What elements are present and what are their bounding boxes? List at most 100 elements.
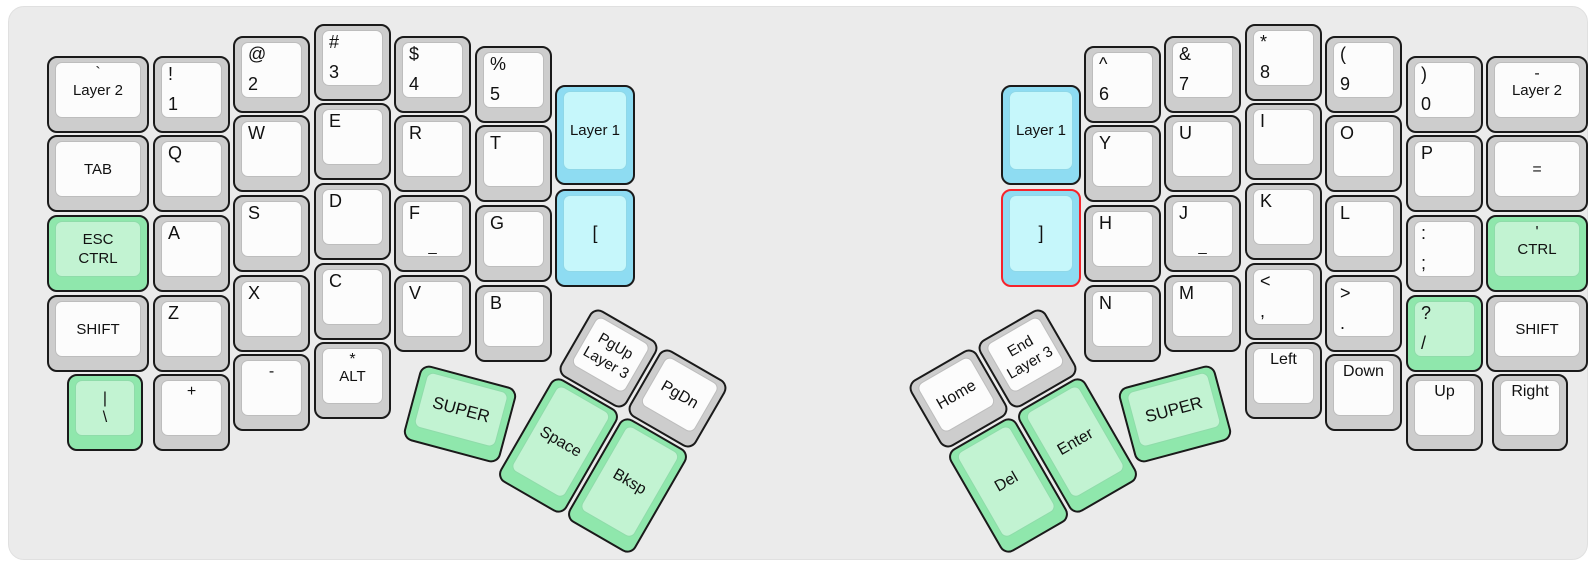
key-a[interactable]: A bbox=[153, 215, 230, 292]
key-super-right[interactable]: SUPER bbox=[1116, 363, 1234, 465]
key-n-label-tl: N bbox=[1099, 293, 1112, 313]
key-6-label-bl: 6 bbox=[1099, 84, 1110, 104]
key-layer1-right[interactable]: Layer 1 bbox=[1001, 85, 1081, 185]
key-star-alt[interactable]: *ALT bbox=[314, 342, 391, 419]
key-period[interactable]: >. bbox=[1325, 275, 1402, 352]
key-8-cap: *8 bbox=[1253, 30, 1314, 86]
key-p[interactable]: P bbox=[1406, 135, 1483, 212]
key-right-bracket[interactable]: ] bbox=[1001, 189, 1081, 287]
key-5[interactable]: %5 bbox=[475, 46, 552, 123]
key-l[interactable]: L bbox=[1325, 195, 1402, 272]
key-r[interactable]: R bbox=[394, 115, 471, 192]
key-y-label-tl: Y bbox=[1099, 133, 1112, 153]
key-pgdn-label: PgDn bbox=[640, 356, 718, 432]
key-left-shift-cap: SHIFT bbox=[55, 301, 141, 357]
key-arrow-up[interactable]: Up bbox=[1406, 374, 1483, 451]
key-d[interactable]: D bbox=[314, 183, 391, 260]
key-l-cap: L bbox=[1333, 201, 1394, 257]
key-s-label-tl: S bbox=[248, 203, 261, 223]
key-b[interactable]: B bbox=[475, 285, 552, 362]
key-9[interactable]: (9 bbox=[1325, 36, 1402, 113]
key-l-label-tl: L bbox=[1340, 203, 1351, 223]
key-z[interactable]: Z bbox=[153, 295, 230, 372]
key-u[interactable]: U bbox=[1164, 115, 1241, 192]
key-1-label-tl: ! bbox=[168, 64, 174, 84]
key-arrow-left[interactable]: Left bbox=[1245, 342, 1322, 419]
key-k[interactable]: K bbox=[1245, 183, 1322, 260]
key-t[interactable]: T bbox=[475, 125, 552, 202]
key-o[interactable]: O bbox=[1325, 115, 1402, 192]
key-d-label-tl: D bbox=[329, 191, 342, 211]
key-period-cap: >. bbox=[1333, 281, 1394, 337]
key-3[interactable]: #3 bbox=[314, 24, 391, 101]
key-plus[interactable]: + bbox=[153, 374, 230, 451]
key-1-cap: !1 bbox=[161, 62, 222, 118]
key-z-label-tl: Z bbox=[168, 303, 179, 323]
key-1[interactable]: !1 bbox=[153, 56, 230, 133]
key-slash-cap: ?/ bbox=[1414, 301, 1475, 357]
key-j[interactable]: J_ bbox=[1164, 195, 1241, 272]
key-left-bracket-label: [ bbox=[564, 196, 626, 271]
key-v[interactable]: V bbox=[394, 275, 471, 352]
key-super-left[interactable]: SUPER bbox=[401, 363, 519, 465]
key-h-label-tl: H bbox=[1099, 213, 1112, 233]
key-0[interactable]: )0 bbox=[1406, 56, 1483, 133]
key-dash-layer2[interactable]: -Layer 2 bbox=[1486, 56, 1588, 133]
key-c-label-tl: C bbox=[329, 271, 342, 291]
key-pgdn-label-line: PgDn bbox=[657, 376, 701, 412]
key-g[interactable]: G bbox=[475, 205, 552, 282]
key-i[interactable]: I bbox=[1245, 103, 1322, 180]
key-pipe-backslash[interactable]: |\ bbox=[67, 374, 143, 451]
key-right-bracket-label: ] bbox=[1010, 196, 1072, 271]
key-super-left-cap: SUPER bbox=[413, 371, 510, 449]
key-quote-ctrl[interactable]: 'CTRL bbox=[1486, 215, 1588, 292]
key-2[interactable]: @2 bbox=[233, 36, 310, 113]
key-x-label-tl: X bbox=[248, 283, 261, 303]
key-j-label-tl: J bbox=[1179, 203, 1188, 223]
key-q[interactable]: Q bbox=[153, 135, 230, 212]
key-left-bracket[interactable]: [ bbox=[555, 189, 635, 287]
key-j-label-bc: _ bbox=[1198, 238, 1207, 255]
key-h[interactable]: H bbox=[1084, 205, 1161, 282]
key-equals[interactable]: = bbox=[1486, 135, 1588, 212]
key-layer1-left-label: Layer 1 bbox=[564, 92, 626, 169]
key-4-cap: $4 bbox=[402, 42, 463, 98]
key-m[interactable]: M bbox=[1164, 275, 1241, 352]
key-semicolon[interactable]: :; bbox=[1406, 215, 1483, 292]
key-9-cap: (9 bbox=[1333, 42, 1394, 98]
key-e-cap: E bbox=[322, 109, 383, 165]
key-layer1-right-label-line: Layer 1 bbox=[1015, 122, 1067, 139]
key-tab[interactable]: TAB bbox=[47, 135, 149, 212]
key-w[interactable]: W bbox=[233, 115, 310, 192]
key-y[interactable]: Y bbox=[1084, 125, 1161, 202]
key-layer1-left[interactable]: Layer 1 bbox=[555, 85, 635, 185]
key-4-label-tl: $ bbox=[409, 44, 420, 64]
key-grave-layer2[interactable]: `Layer 2 bbox=[47, 56, 149, 133]
key-arrow-right[interactable]: Right bbox=[1492, 374, 1568, 451]
key-5-label-tl: % bbox=[490, 54, 507, 74]
key-comma[interactable]: <, bbox=[1245, 263, 1322, 340]
key-7[interactable]: &7 bbox=[1164, 36, 1241, 113]
key-n[interactable]: N bbox=[1084, 285, 1161, 362]
key-minus[interactable]: - bbox=[233, 354, 310, 431]
key-arrow-down[interactable]: Down bbox=[1325, 354, 1402, 431]
key-right-shift[interactable]: SHIFT bbox=[1486, 295, 1588, 372]
key-e[interactable]: E bbox=[314, 103, 391, 180]
key-left-shift[interactable]: SHIFT bbox=[47, 295, 149, 372]
key-s[interactable]: S bbox=[233, 195, 310, 272]
key-bksp-label-line: Bksp bbox=[609, 464, 649, 498]
key-f[interactable]: F_ bbox=[394, 195, 471, 272]
key-2-label-tl: @ bbox=[248, 44, 267, 64]
key-c[interactable]: C bbox=[314, 263, 391, 340]
key-v-label-tl: V bbox=[409, 283, 422, 303]
key-4[interactable]: $4 bbox=[394, 36, 471, 113]
key-star-alt-label-tc: * bbox=[349, 351, 356, 368]
key-layer1-right-label: Layer 1 bbox=[1010, 92, 1072, 169]
key-6-cap: ^6 bbox=[1092, 52, 1153, 108]
key-s-cap: S bbox=[241, 201, 302, 257]
key-8[interactable]: *8 bbox=[1245, 24, 1322, 101]
key-6[interactable]: ^6 bbox=[1084, 46, 1161, 123]
key-slash[interactable]: ?/ bbox=[1406, 295, 1483, 372]
key-x[interactable]: X bbox=[233, 275, 310, 352]
